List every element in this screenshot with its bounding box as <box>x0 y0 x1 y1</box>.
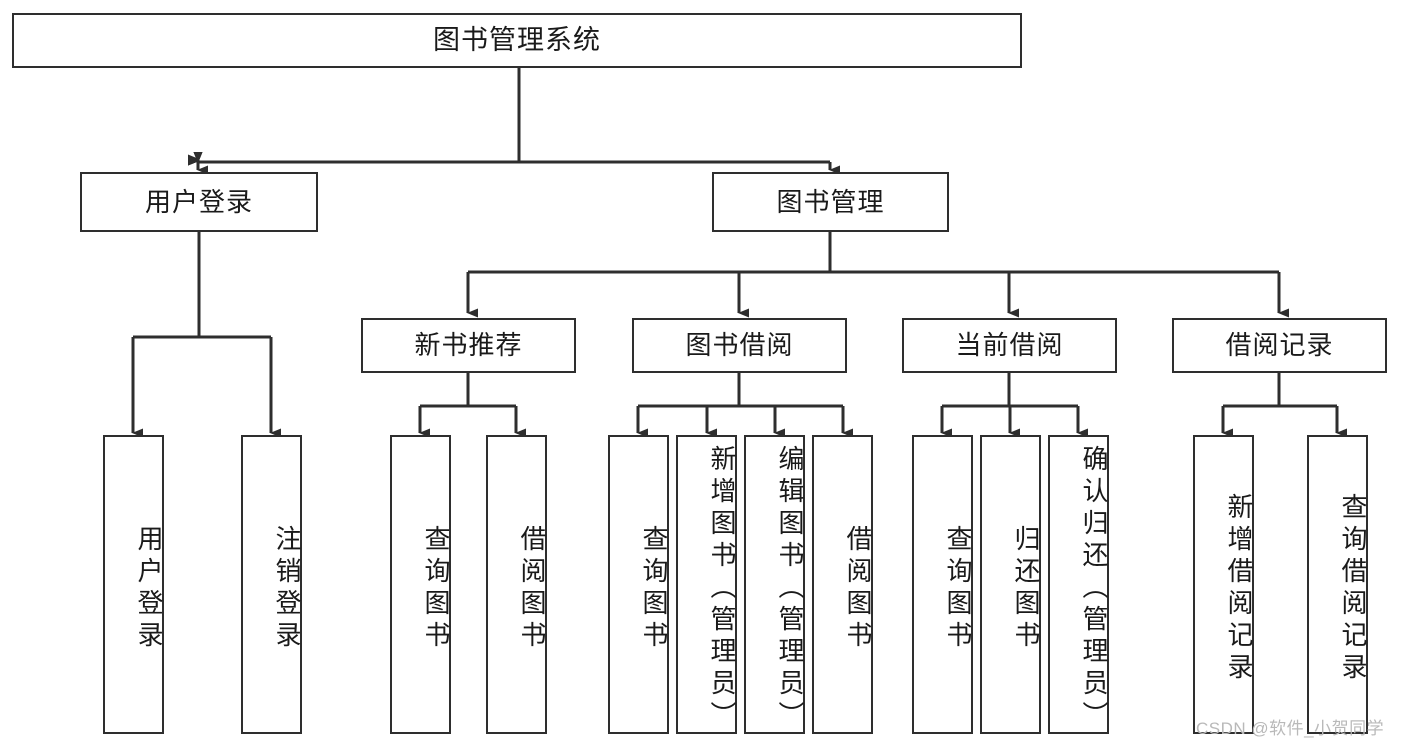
node-leaf-edit-book-label: 编辑图书（管理员） <box>775 444 805 733</box>
node-leaf-add-record[interactable]: 新增借阅记录 <box>1193 435 1254 734</box>
node-leaf-borrow-book-a[interactable]: 借阅图书 <box>486 435 547 734</box>
node-borrow-record-label: 借阅记录 <box>1225 330 1334 361</box>
node-root-label: 图书管理系统 <box>433 24 601 55</box>
node-root[interactable]: 图书管理系统 <box>12 13 1022 68</box>
node-user-login[interactable]: 用户登录 <box>80 172 318 232</box>
node-leaf-query-record[interactable]: 查询借阅记录 <box>1307 435 1368 734</box>
node-leaf-logout[interactable]: 注销登录 <box>241 435 302 734</box>
node-current-borrow-label: 当前借阅 <box>955 330 1064 361</box>
node-leaf-query-book-b[interactable]: 查询图书 <box>608 435 669 734</box>
node-leaf-borrow-book-b[interactable]: 借阅图书 <box>812 435 873 734</box>
node-leaf-confirm-return[interactable]: 确认归还（管理员） <box>1048 435 1109 734</box>
node-user-login-label: 用户登录 <box>144 186 253 217</box>
node-leaf-add-book-label: 新增图书（管理员） <box>707 444 737 733</box>
node-leaf-query-record-label: 查询借阅记录 <box>1338 492 1368 685</box>
node-leaf-return-book-label: 归还图书 <box>1011 524 1041 653</box>
node-leaf-query-book-c[interactable]: 查询图书 <box>912 435 973 734</box>
node-leaf-add-record-label: 新增借阅记录 <box>1224 492 1254 685</box>
node-leaf-borrow-book-a-label: 借阅图书 <box>517 524 547 653</box>
node-leaf-logout-label: 注销登录 <box>272 524 302 653</box>
node-current-borrow[interactable]: 当前借阅 <box>902 318 1117 373</box>
node-leaf-query-book-b-label: 查询图书 <box>639 524 669 653</box>
node-book-borrow[interactable]: 图书借阅 <box>632 318 847 373</box>
node-leaf-query-book-c-label: 查询图书 <box>943 524 973 653</box>
node-new-book-recommend[interactable]: 新书推荐 <box>361 318 576 373</box>
node-leaf-add-book[interactable]: 新增图书（管理员） <box>676 435 737 734</box>
node-leaf-query-book-a[interactable]: 查询图书 <box>390 435 451 734</box>
node-book-borrow-label: 图书借阅 <box>685 330 794 361</box>
node-leaf-return-book[interactable]: 归还图书 <box>980 435 1041 734</box>
node-leaf-confirm-return-label: 确认归还（管理员） <box>1079 444 1109 733</box>
node-leaf-query-book-a-label: 查询图书 <box>421 524 451 653</box>
node-leaf-borrow-book-b-label: 借阅图书 <box>843 524 873 653</box>
node-leaf-user-login[interactable]: 用户登录 <box>103 435 164 734</box>
node-leaf-user-login-label: 用户登录 <box>134 524 164 653</box>
node-leaf-edit-book[interactable]: 编辑图书（管理员） <box>744 435 805 734</box>
watermark-text: CSDN @软件_小贺同学 <box>1196 719 1385 738</box>
node-borrow-record[interactable]: 借阅记录 <box>1172 318 1387 373</box>
node-new-book-recommend-label: 新书推荐 <box>414 330 523 361</box>
node-book-manage[interactable]: 图书管理 <box>712 172 949 232</box>
node-book-manage-label: 图书管理 <box>776 186 885 217</box>
